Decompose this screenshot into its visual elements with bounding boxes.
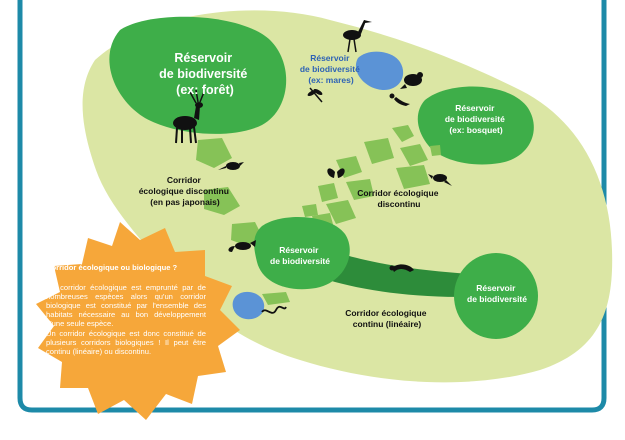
label-line: de biodiversité	[445, 114, 505, 124]
label-line: de biodiversité	[270, 256, 330, 266]
continuous-corridor	[322, 248, 490, 297]
reservoir-bosquet	[417, 86, 534, 165]
label-line: (ex: forêt)	[176, 83, 234, 97]
info-title: Corridor écologique ou biologique ?	[46, 263, 178, 272]
label-line: de biodiversité	[300, 64, 360, 74]
label-line: écologique discontinu	[139, 186, 229, 196]
info-paragraph-2: Un corridor écologique est donc constitu…	[46, 328, 206, 356]
info-paragraph-1: Un corridor écologique est emprunté par …	[46, 283, 206, 329]
info-burst-shape	[36, 222, 240, 420]
label-line: (en pas japonais)	[150, 197, 220, 207]
discontinuous-corridor	[302, 125, 441, 232]
dragonfly-icon	[307, 87, 323, 103]
label-line: Corridor écologique	[345, 308, 427, 318]
label-line: Réservoir	[310, 53, 350, 63]
reservoir-right	[454, 253, 538, 339]
label-line: Réservoir	[455, 103, 495, 113]
lizard-icon	[389, 93, 410, 106]
label-line: Réservoir	[279, 245, 319, 255]
reservoir-center	[254, 216, 350, 290]
fox-icon	[228, 240, 256, 252]
snake-icon	[261, 305, 287, 314]
label-line: continu (linéaire)	[353, 319, 422, 329]
label-line: discontinu	[378, 199, 421, 209]
heron-icon	[343, 20, 372, 53]
label-line: (ex: mares)	[308, 75, 354, 85]
otter-icon	[389, 264, 414, 272]
butterfly-icon	[327, 168, 345, 178]
label-line: de biodiversité	[159, 67, 247, 81]
label-line: Corridor	[167, 175, 202, 185]
label-line: Réservoir	[174, 51, 232, 65]
reservoir-foret	[109, 16, 287, 134]
bird-icon	[218, 162, 452, 186]
deer-icon	[173, 89, 205, 144]
label-reservoir-mares: Réservoir de biodiversité (ex: mares)	[300, 53, 362, 85]
info-burst: Corridor écologique ou biologique ? Un c…	[46, 263, 206, 356]
label-reservoir-foret: Réservoir de biodiversité (ex: forêt)	[159, 51, 251, 97]
frame-border	[17, 0, 607, 413]
frog-icon	[400, 72, 423, 89]
label-corridor-pas-japonais: Corridor écologique discontinu (en pas j…	[139, 175, 232, 207]
label-line: (ex: bosquet)	[449, 125, 503, 135]
label-corridor-discontinu: Corridor écologique discontinu	[357, 188, 441, 209]
label-line: de biodiversité	[467, 294, 527, 304]
label-reservoir-right: Réservoir de biodiversité	[467, 283, 527, 304]
pond-mares	[355, 51, 404, 90]
label-reservoir-center: Réservoir de biodiversité	[270, 245, 330, 266]
label-reservoir-bosquet: Réservoir de biodiversité (ex: bosquet)	[445, 103, 507, 135]
label-line: Corridor écologique	[357, 188, 439, 198]
pond-small	[232, 291, 265, 320]
label-line: Réservoir	[476, 283, 516, 293]
label-corridor-continu: Corridor écologique continu (linéaire)	[345, 308, 429, 329]
